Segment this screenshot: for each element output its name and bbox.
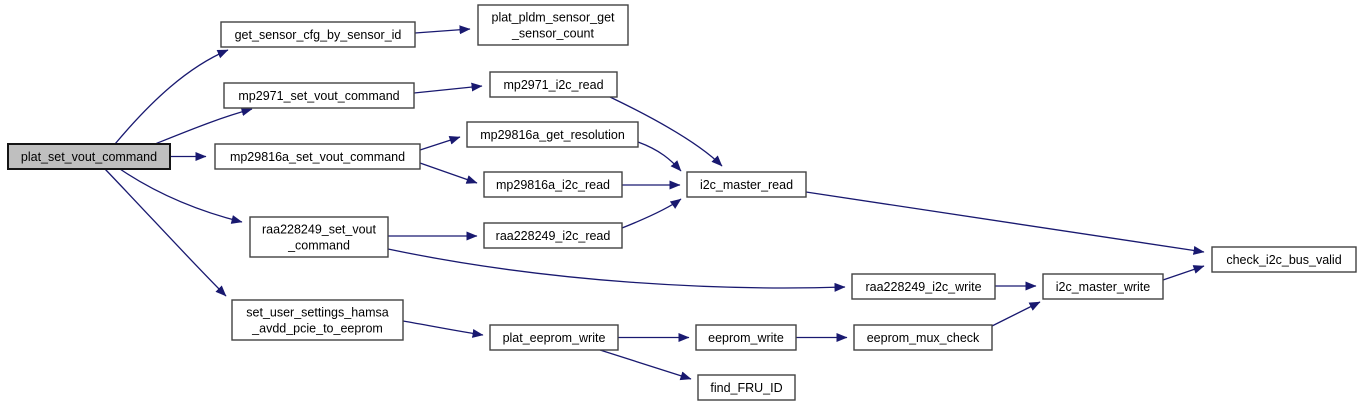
edge-plat_set_vout_command--raa228249_set_vout_command bbox=[119, 168, 243, 224]
node-mp29816a_i2c_read[interactable]: mp29816a_i2c_read bbox=[483, 171, 623, 198]
edge-plat_eeprom_write--find_FRU_ID bbox=[599, 349, 692, 381]
node-box bbox=[853, 324, 993, 351]
node-eeprom_write[interactable]: eeprom_write bbox=[695, 324, 797, 351]
node-box bbox=[851, 273, 996, 300]
node-label: plat_eeprom_write bbox=[503, 331, 606, 345]
edge-plat_set_vout_command--get_sensor_cfg_by_sensor_id bbox=[114, 49, 229, 145]
node-label: plat_set_vout_command bbox=[21, 150, 157, 164]
edge-plat_set_vout_command--mp2971_set_vout_command bbox=[154, 107, 253, 145]
node-label: _avdd_pcie_to_eeprom bbox=[251, 322, 383, 336]
node-label: raa228249_i2c_read bbox=[496, 229, 611, 243]
node-label: plat_pldm_sensor_get bbox=[492, 11, 616, 25]
edge-mp29816a_set_vout_command--mp29816a_get_resolution bbox=[419, 135, 461, 151]
edge-mp2971_i2c_read--i2c_master_read bbox=[609, 96, 723, 167]
node-label: mp29816a_i2c_read bbox=[496, 178, 610, 192]
edge-mp29816a_set_vout_command--mp29816a_i2c_read bbox=[419, 162, 478, 184]
edge-eeprom_mux_check--i2c_master_write bbox=[991, 301, 1041, 327]
node-box bbox=[483, 222, 623, 249]
node-label: get_sensor_cfg_by_sensor_id bbox=[235, 28, 402, 42]
node-i2c_master_read[interactable]: i2c_master_read bbox=[686, 171, 807, 198]
node-box bbox=[231, 299, 404, 341]
node-box bbox=[483, 171, 623, 198]
edge-get_sensor_cfg_by_sensor_id--plat_pldm_sensor_get_sensor_count bbox=[414, 25, 471, 35]
node-label: find_FRU_ID bbox=[710, 381, 782, 395]
node-mp2971_set_vout_command[interactable]: mp2971_set_vout_command bbox=[223, 82, 415, 109]
node-raa228249_i2c_read[interactable]: raa228249_i2c_read bbox=[483, 222, 623, 249]
node-plat_eeprom_write[interactable]: plat_eeprom_write bbox=[489, 324, 619, 351]
node-box bbox=[686, 171, 807, 198]
node-box bbox=[489, 71, 618, 98]
node-box bbox=[223, 82, 415, 109]
node-eeprom_mux_check[interactable]: eeprom_mux_check bbox=[853, 324, 993, 351]
node-plat_set_vout_command[interactable]: plat_set_vout_command bbox=[7, 143, 171, 170]
node-plat_pldm_sensor_get_sensor_count[interactable]: plat_pldm_sensor_get _sensor_count bbox=[477, 4, 629, 46]
edge-set_user_settings_hamsa_avdd_pcie_to_eeprom--plat_eeprom_write bbox=[402, 320, 484, 338]
node-mp29816a_set_vout_command[interactable]: mp29816a_set_vout_command bbox=[214, 143, 421, 170]
edge-raa228249_i2c_read--i2c_master_read bbox=[621, 198, 682, 229]
edge-i2c_master_write--check_i2c_bus_valid bbox=[1162, 265, 1205, 281]
node-label: _command bbox=[287, 239, 350, 253]
edge-raa228249_set_vout_command--raa228249_i2c_write bbox=[387, 248, 846, 292]
node-label: mp29816a_set_vout_command bbox=[230, 150, 405, 164]
node-get_sensor_cfg_by_sensor_id[interactable]: get_sensor_cfg_by_sensor_id bbox=[220, 21, 416, 48]
node-box-root bbox=[7, 143, 171, 170]
node-box bbox=[1211, 246, 1357, 273]
node-raa228249_set_vout_command[interactable]: raa228249_set_vout _command bbox=[249, 216, 389, 258]
node-label: mp2971_i2c_read bbox=[503, 78, 603, 92]
node-label: _sensor_count bbox=[511, 27, 595, 41]
edges-layer bbox=[104, 25, 1205, 381]
node-box bbox=[1042, 273, 1164, 300]
node-label: set_user_settings_hamsa bbox=[246, 306, 388, 320]
edge-mp2971_set_vout_command--mp2971_i2c_read bbox=[413, 82, 483, 94]
node-label: eeprom_mux_check bbox=[867, 331, 980, 345]
edge-plat_set_vout_command--set_user_settings_hamsa_avdd_pcie_to_eeprom bbox=[104, 168, 227, 297]
node-label: raa228249_i2c_write bbox=[865, 280, 981, 294]
node-box bbox=[466, 121, 639, 148]
node-box bbox=[214, 143, 421, 170]
edge-i2c_master_read--check_i2c_bus_valid bbox=[805, 191, 1205, 255]
node-find_FRU_ID[interactable]: find_FRU_ID bbox=[697, 374, 796, 401]
node-box bbox=[477, 4, 629, 46]
node-label: eeprom_write bbox=[708, 331, 784, 345]
edge-mp29816a_get_resolution--i2c_master_read bbox=[637, 141, 682, 172]
node-label: mp2971_set_vout_command bbox=[238, 89, 399, 103]
node-label: i2c_master_write bbox=[1056, 280, 1151, 294]
node-mp29816a_get_resolution[interactable]: mp29816a_get_resolution bbox=[466, 121, 639, 148]
nodes-layer: plat_set_vout_command get_sensor_cfg_by_s… bbox=[7, 4, 1357, 401]
node-i2c_master_write[interactable]: i2c_master_write bbox=[1042, 273, 1164, 300]
node-label: check_i2c_bus_valid bbox=[1226, 253, 1341, 267]
node-check_i2c_bus_valid[interactable]: check_i2c_bus_valid bbox=[1211, 246, 1357, 273]
node-label: raa228249_set_vout bbox=[262, 223, 377, 237]
node-box bbox=[489, 324, 619, 351]
node-mp2971_i2c_read[interactable]: mp2971_i2c_read bbox=[489, 71, 618, 98]
node-label: mp29816a_get_resolution bbox=[480, 128, 625, 142]
node-label: i2c_master_read bbox=[700, 178, 793, 192]
node-box bbox=[220, 21, 416, 48]
node-box bbox=[249, 216, 389, 258]
node-raa228249_i2c_write[interactable]: raa228249_i2c_write bbox=[851, 273, 996, 300]
node-box bbox=[697, 374, 796, 401]
node-box bbox=[695, 324, 797, 351]
node-set_user_settings_hamsa_avdd_pcie_to_eeprom[interactable]: set_user_settings_hamsa _avdd_pcie_to_eep… bbox=[231, 299, 404, 341]
